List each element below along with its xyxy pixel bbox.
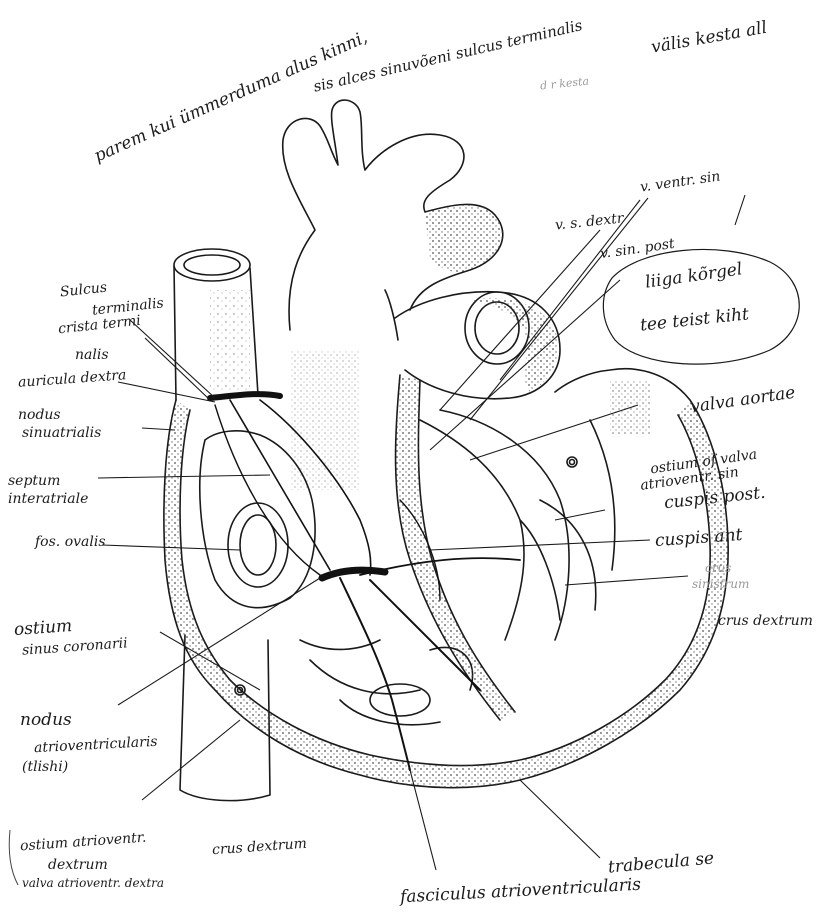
label-ostium-av-dex-2: dextrum [48, 858, 108, 873]
label-valva-av-dex: valva atrioventr. dextra [22, 877, 164, 890]
label-crista-2: nalis [75, 348, 109, 363]
vena-cava-superior-top [174, 249, 250, 281]
label-crus-dextrum-right: crus dextrum [718, 614, 813, 629]
pulmonary-trunk [385, 290, 398, 340]
label-septum-1: septum [8, 474, 60, 489]
label-fossa-ovalis: fos. ovalis [35, 535, 106, 550]
label-ostium-sinus-1: ostium [13, 618, 72, 640]
label-nodus-sa-1: nodus [18, 408, 61, 423]
label-septum-2: interatriale [8, 492, 88, 507]
vena-cava-lumen [210, 290, 250, 390]
label-nodus-av-1: nodus [20, 712, 72, 730]
label-crus-sin-2: sinistrum [692, 578, 749, 591]
label-crus-sin-1: crus [705, 562, 731, 575]
label-nodus-av-3: (tlishi) [22, 760, 68, 775]
label-nodus-sa-2: sinuatrialis [22, 426, 101, 441]
